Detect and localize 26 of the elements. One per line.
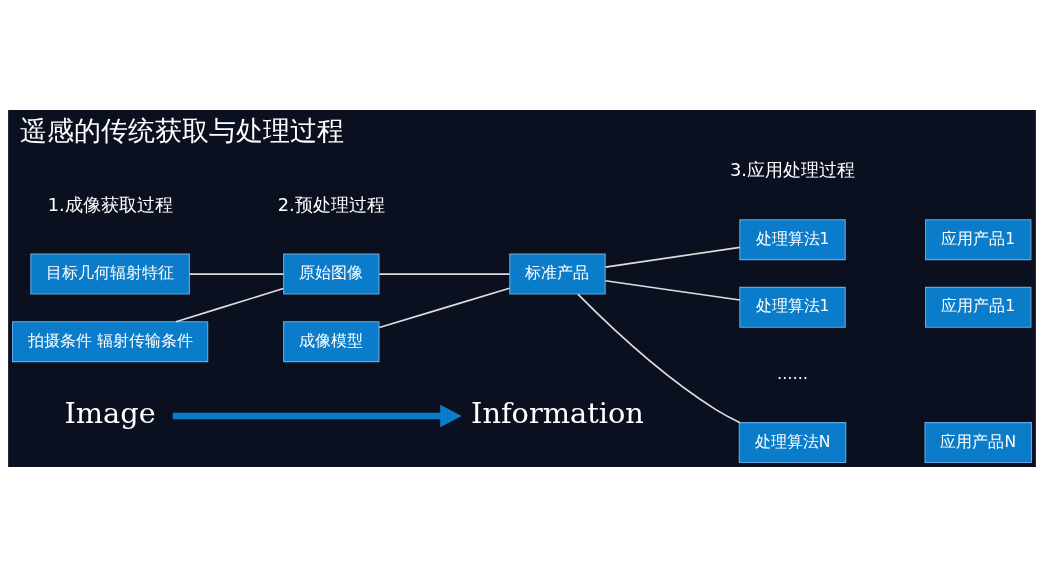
node-box: 标准产品: [509, 253, 606, 295]
connector: [378, 272, 511, 275]
label: 3.应用处理过程: [730, 159, 855, 180]
diagram-title: 遥感的传统获取与处理过程: [19, 114, 344, 146]
connector: [604, 279, 741, 301]
node-box: 处理算法1: [739, 218, 846, 260]
node-box: 应用产品1: [925, 218, 1032, 260]
label: 2.预处理过程: [277, 194, 385, 215]
node-text: Image: [64, 395, 156, 430]
node-box: 处理算法N: [738, 421, 847, 463]
node-text: Information: [471, 395, 644, 430]
node-box: 拍摄条件 辐射传输条件: [12, 320, 209, 362]
arrow: [172, 404, 462, 427]
node-box: 应用产品N: [924, 421, 1032, 463]
node-box: 成像模型: [283, 320, 380, 362]
connector: [378, 286, 511, 328]
connector: [188, 272, 285, 275]
connector: [175, 287, 285, 323]
label: ……: [777, 364, 809, 383]
node-box: 目标几何辐射特征: [30, 253, 190, 295]
node-box: 原始图像: [283, 253, 380, 295]
node-box: 处理算法1: [739, 286, 846, 328]
connector: [604, 246, 741, 268]
connector: [577, 292, 741, 423]
label: 1.成像获取过程: [47, 194, 173, 215]
node-box: 应用产品1: [925, 286, 1032, 328]
